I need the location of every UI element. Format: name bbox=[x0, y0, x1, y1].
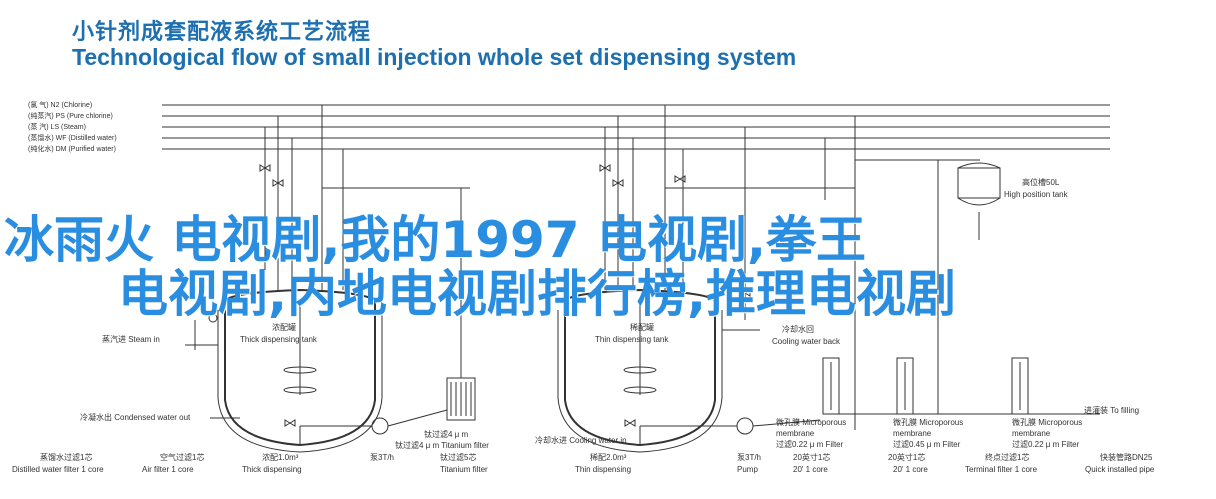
thick-tank-label-cn: 浓配罐 bbox=[272, 322, 296, 332]
svg-text:快装管路DN25: 快装管路DN25 bbox=[1100, 452, 1153, 462]
ti-filter-top-cn: 钛过滤4 μ m bbox=[424, 429, 469, 439]
membrane-label-3: membrane bbox=[1012, 429, 1051, 438]
cooling-in-label: 冷却水进 Cooling water in bbox=[535, 435, 627, 445]
filter-022-label-2: 过滤0.22 μ m Filter bbox=[1012, 439, 1080, 449]
overlay-text-line-2: 电视剧,内地电视剧排行榜,推理电视剧 bbox=[118, 265, 956, 323]
filter-022-label-1: 过滤0.22 μ m Filter bbox=[776, 439, 844, 449]
svg-text:钛过滤5芯: 钛过滤5芯 bbox=[440, 452, 476, 462]
overlay-text-line-1: 冰雨火 电视剧,我的1997 电视剧,拳王 bbox=[4, 211, 866, 269]
micro-filter-2 bbox=[896, 357, 914, 415]
pump-2 bbox=[639, 417, 821, 445]
svg-text:泵3T/h: 泵3T/h bbox=[737, 453, 761, 462]
high-tank-label-en: High position tank bbox=[1004, 190, 1069, 199]
svg-text:Air filter 1 core: Air filter 1 core bbox=[142, 465, 194, 474]
micro-filter-label-1: 微孔膜 Microporous bbox=[776, 417, 846, 427]
pump-1 bbox=[299, 409, 448, 445]
cooling-back-label-cn: 冷却水回 bbox=[782, 324, 814, 334]
svg-text:Titanium filter: Titanium filter bbox=[440, 465, 488, 474]
svg-text:20' 1 core: 20' 1 core bbox=[893, 465, 928, 474]
thin-tank-label-cn: 稀配罐 bbox=[630, 322, 654, 332]
legend-item-n2: (氯 气) N2 (Chlorine) bbox=[28, 100, 92, 109]
membrane-label-1: membrane bbox=[776, 429, 815, 438]
svg-text:Pump: Pump bbox=[737, 465, 758, 474]
high-position-tank bbox=[957, 162, 1001, 240]
thin-dispensing-tank bbox=[557, 288, 723, 453]
membrane-label-2: membrane bbox=[893, 429, 932, 438]
filter-045-label: 过滤0.45 μ m Filter bbox=[893, 439, 961, 449]
vertical-drops bbox=[264, 105, 856, 430]
bottom-captions: 蒸馏水过滤1芯 Distilled water filter 1 core 空气… bbox=[12, 452, 1155, 474]
title-english: Technological flow of small injection wh… bbox=[72, 44, 797, 70]
micro-filter-1 bbox=[822, 357, 840, 415]
svg-text:泵3T/h: 泵3T/h bbox=[370, 453, 394, 462]
micro-filter-label-3: 微孔膜 Microporous bbox=[1012, 417, 1082, 427]
svg-text:Thick dispensing: Thick dispensing bbox=[242, 465, 302, 474]
svg-text:蒸馏水过滤1芯: 蒸馏水过滤1芯 bbox=[40, 452, 92, 462]
thin-tank-label-en: Thin dispensing tank bbox=[595, 335, 669, 344]
cooling-back-label-en: Cooling water back bbox=[772, 337, 841, 346]
terminal-filter bbox=[1011, 357, 1029, 415]
svg-text:空气过滤1芯: 空气过滤1芯 bbox=[160, 452, 204, 462]
title-chinese: 小针剂成套配液系统工艺流程 bbox=[72, 20, 372, 45]
header-pipes bbox=[162, 104, 1110, 150]
condensed-label: 冷凝水出 Condensed water out bbox=[80, 412, 191, 422]
svg-text:20英寸1芯: 20英寸1芯 bbox=[888, 452, 925, 462]
legend-item-wf: (蒸馏水) WF (Distilled water) bbox=[28, 133, 117, 142]
legend-item-ps: (纯蒸汽) PS (Pure chlorine) bbox=[28, 111, 113, 120]
svg-text:Terminal filter 1 core: Terminal filter 1 core bbox=[965, 465, 1038, 474]
legend-item-dm: (纯化水) DM (Purified water) bbox=[28, 144, 116, 153]
svg-text:Distilled water filter 1 core: Distilled water filter 1 core bbox=[12, 465, 104, 474]
svg-text:终点过滤1芯: 终点过滤1芯 bbox=[985, 452, 1029, 462]
gauge-icon bbox=[208, 313, 218, 323]
legend-item-ls: (蒸 汽) LS (Steam) bbox=[28, 122, 86, 131]
titanium-filter-housing bbox=[446, 188, 476, 421]
thick-tank-label-en: Thick dispensing tank bbox=[240, 335, 318, 344]
svg-text:20' 1 core: 20' 1 core bbox=[793, 465, 828, 474]
steam-in-label: 蒸汽进 Steam in bbox=[102, 334, 160, 344]
valves bbox=[259, 164, 751, 427]
micro-filter-label-2: 微孔膜 Microporous bbox=[893, 417, 963, 427]
svg-text:浓配1.0m³: 浓配1.0m³ bbox=[262, 453, 299, 462]
svg-text:Thin dispensing: Thin dispensing bbox=[575, 465, 631, 474]
to-filling-label: 进灌装 To filling bbox=[1084, 405, 1139, 415]
ti-filter-mid: 钛过滤4 μ m Titanium filter bbox=[395, 440, 489, 450]
high-tank-label-cn: 高位槽50L bbox=[1022, 177, 1060, 187]
svg-text:Quick installed pipe: Quick installed pipe bbox=[1085, 465, 1155, 474]
svg-text:稀配2.0m³: 稀配2.0m³ bbox=[590, 452, 627, 462]
svg-text:20英寸1芯: 20英寸1芯 bbox=[793, 452, 830, 462]
